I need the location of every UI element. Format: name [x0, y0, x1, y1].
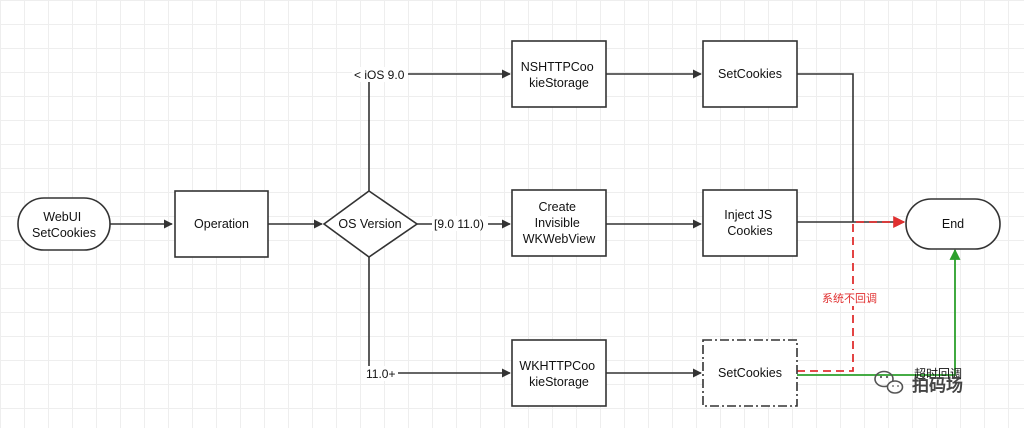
node-ns-storage-line-1: NSHTTPCoo: [521, 60, 594, 74]
edge-set-cookies-top-to-end: [797, 73, 854, 222]
node-create-webview: Create Invisible WKWebView: [511, 189, 607, 257]
node-inject-js-shape: [702, 189, 798, 257]
node-wk-storage-line-2: kieStorage: [529, 375, 589, 389]
node-inject-js: Inject JS Cookies: [702, 189, 798, 257]
edge-timeout-callback: [797, 248, 961, 376]
node-create-webview-line-1: Create: [538, 200, 576, 214]
svg-text:OS Version: OS Version: [338, 217, 401, 231]
node-decision-label: OS Version: [338, 217, 401, 231]
label-branch-bottom: 11.0+: [366, 367, 395, 381]
node-wk-storage-line-1: WKHTTPCoo: [519, 359, 595, 373]
node-set-cookies-bottom-label: SetCookies: [718, 366, 782, 380]
label-branch-bottom-bg: [364, 366, 398, 381]
node-start-line-2: SetCookies: [32, 226, 96, 240]
node-operation-label: Operation: [194, 217, 249, 231]
node-set-cookies-top-label: SetCookies: [718, 67, 782, 81]
node-ns-storage-shape: [511, 40, 607, 108]
node-create-webview-shape: [511, 189, 607, 257]
svg-text:Operation: Operation: [194, 217, 249, 231]
node-operation: Operation: [174, 190, 269, 258]
label-no-callback: 系统不回调: [822, 292, 877, 305]
node-ns-storage: NSHTTPCoo kieStorage: [511, 40, 607, 108]
watermark: 拍码场: [874, 370, 963, 396]
label-branch-mid-bg: [432, 216, 488, 231]
node-start-line-1: WebUI: [43, 210, 81, 224]
node-start: WebUI SetCookies: [17, 197, 111, 251]
watermark-text: 拍码场: [912, 375, 963, 396]
svg-text:Inject JS Cookies: Inject JS Cookies: [724, 208, 775, 238]
node-set-cookies-bottom-shape: [702, 339, 798, 407]
label-no-callback-bg: [820, 290, 886, 306]
svg-text:Create Invisible W: Create Invisible WKWebView: [523, 200, 596, 246]
svg-text:WebUI SetCookies: WebUI SetCookies: [32, 210, 96, 240]
node-set-cookies-top: SetCookies: [702, 40, 798, 108]
node-wk-storage-shape: [511, 339, 607, 407]
edge-decision-to-wk-storage: [368, 257, 511, 378]
node-operation-shape: [174, 190, 269, 258]
node-end: End: [905, 198, 1001, 250]
label-branch-mid: [9.0 11.0): [434, 217, 484, 231]
node-decision-shape: [322, 190, 419, 258]
node-end-shape: [905, 198, 1001, 250]
node-inject-js-line-2: Cookies: [727, 224, 772, 238]
node-create-webview-line-3: WKWebView: [523, 232, 596, 246]
node-inject-js-line-1: Inject JS: [724, 208, 772, 222]
edge-decision-to-ns-storage: [368, 69, 511, 191]
node-start-shape: [17, 197, 111, 251]
svg-text:SetCookies: SetCookies: [718, 366, 782, 380]
node-end-label: End: [942, 217, 964, 231]
node-set-cookies-bottom: SetCookies: [702, 339, 798, 407]
svg-text:NSHTTPCoo kieStorage: NSHTTPCoo kieStorage: [521, 60, 597, 90]
wechat-icon: [874, 370, 904, 394]
label-timeout-callback: 超时回调: [914, 366, 962, 381]
node-set-cookies-top-shape: [702, 40, 798, 108]
svg-text:WKHTTPCoo kieStorage: WKHTTPCoo kieStorage: [519, 359, 598, 389]
node-wk-storage: WKHTTPCoo kieStorage: [511, 339, 607, 407]
svg-text:SetCookies: SetCookies: [718, 67, 782, 81]
node-create-webview-line-2: Invisible: [535, 216, 580, 230]
svg-text:End: End: [942, 217, 964, 231]
node-decision: OS Version: [322, 190, 419, 258]
label-branch-top-bg: [352, 67, 408, 82]
node-ns-storage-line-2: kieStorage: [529, 76, 589, 90]
label-branch-top: < iOS 9.0: [354, 68, 405, 82]
